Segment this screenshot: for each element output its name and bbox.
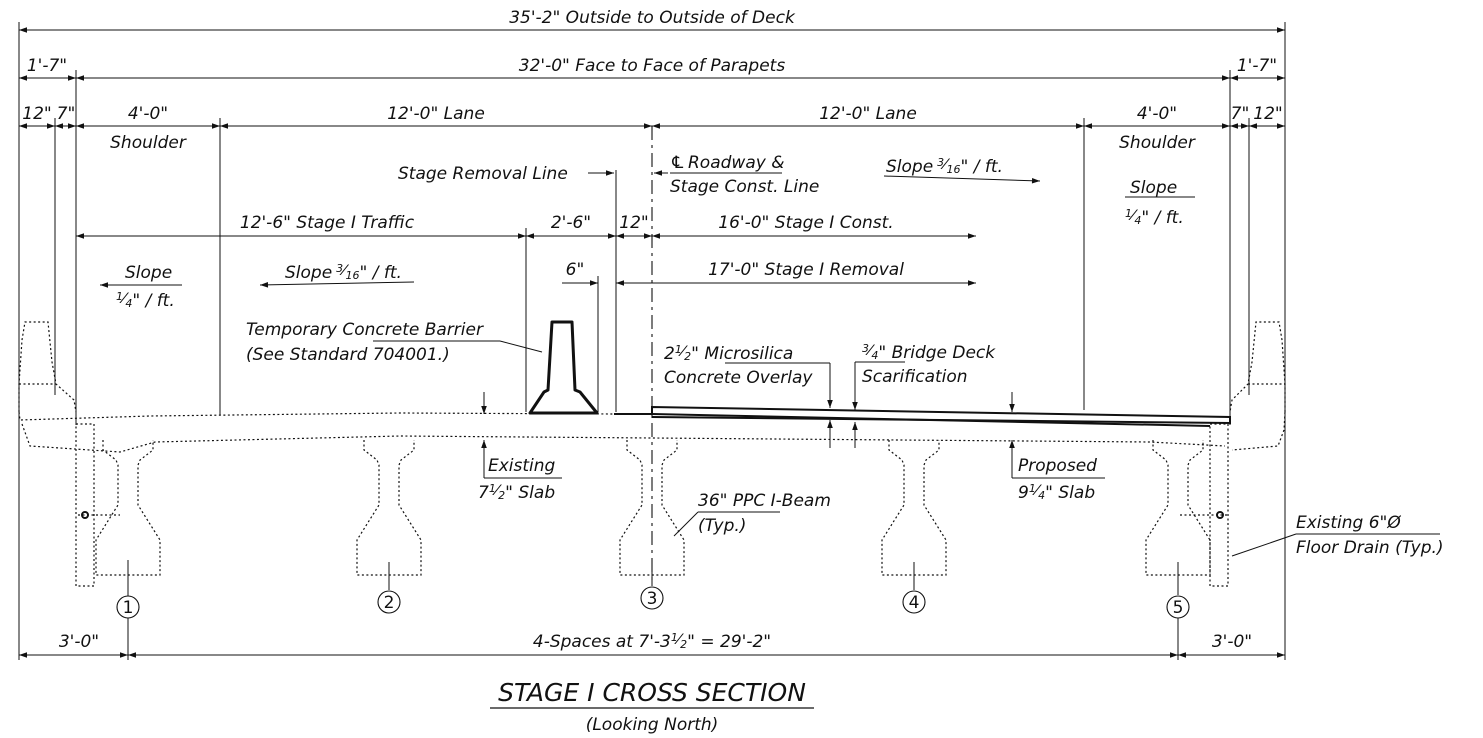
parapet-width-label: 32'-0" Face to Face of Parapets <box>519 56 786 76</box>
dimension-labels: 35'-2" Outside to Outside of Deck 32'-0"… <box>22 8 1282 652</box>
beam-number-label: 4 <box>909 593 920 613</box>
existing-deck-bottom <box>21 423 1226 453</box>
overall-width-label: 35'-2" Outside to Outside of Deck <box>509 8 796 28</box>
existing-deck-top <box>18 411 615 421</box>
right-shoulder-label: Shoulder <box>1119 133 1196 153</box>
beam-number-bubble <box>116 595 140 619</box>
ppc-i-beam-4: 4 <box>881 440 947 614</box>
dim-2-6-label: 2'-6" <box>551 213 591 233</box>
stage1-traffic-label: 12'-6" Stage I Traffic <box>240 213 415 233</box>
left-end-spacing-label: 3'-0" <box>59 632 99 652</box>
stage-removal-line-label: Stage Removal Line <box>398 164 568 184</box>
existing-slab-thickness: 71⁄2" Slab <box>478 482 555 503</box>
stage1-const-label: 16'-0" Stage I Const. <box>718 213 893 233</box>
beam-number-bubble <box>902 590 926 614</box>
ppc-i-beam-1: 1 <box>95 440 161 619</box>
left-lane-label: 12'-0" Lane <box>387 104 485 124</box>
barrier-standard-label: (See Standard 704001.) <box>246 345 450 365</box>
left-12in-label: 12" <box>22 104 51 124</box>
left-shoulder-dim: 4'-0" <box>128 104 168 124</box>
left-overhang-label: 1'-7" <box>27 56 67 76</box>
beam-number-bubble <box>640 586 664 610</box>
ppc-i-beam-2: 2 <box>356 440 422 614</box>
ibeam-typ-label: (Typ.) <box>698 516 746 536</box>
left-parapet <box>18 321 77 413</box>
proposed-slab-thickness: 91⁄4" Slab <box>1018 482 1095 503</box>
proposed-slab-label: Proposed <box>1018 456 1097 476</box>
beam-number-label: 5 <box>1173 598 1184 618</box>
left-7in-label: 7" <box>57 104 76 124</box>
right-7in-label: 7" <box>1231 104 1250 124</box>
slope-right-label: Slope <box>1130 178 1177 198</box>
proposed-overlay <box>614 405 1231 425</box>
beam-number-bubble <box>1166 595 1190 619</box>
stage-const-line-label: Stage Const. Line <box>670 177 819 197</box>
scarification-label: 3⁄4" Bridge Deck <box>862 342 996 363</box>
beam-number-label: 3 <box>647 589 658 609</box>
floor-drain-label: Existing 6"Ø <box>1296 513 1401 533</box>
right-12in-label: 12" <box>1253 104 1282 124</box>
scarification-label-2: Scarification <box>862 367 968 387</box>
stage1-removal-label: 17'-0" Stage I Removal <box>708 260 904 280</box>
right-overhang-label: 1'-7" <box>1237 56 1277 76</box>
right-shoulder-dim: 4'-0" <box>1137 104 1177 124</box>
ppc-i-beam-5: 5 <box>1145 440 1211 619</box>
beam-number-label: 1 <box>123 598 134 618</box>
beam-number-bubble <box>377 590 401 614</box>
right-lane-label: 12'-0" Lane <box>819 104 917 124</box>
right-parapet <box>1229 321 1286 413</box>
right-end-spacing-label: 3'-0" <box>1212 632 1252 652</box>
overlay-label: 21⁄2" Microsilica <box>664 343 793 364</box>
slope-left-rate: 1⁄4" / ft. <box>116 290 175 311</box>
beam-spacing-label: 4-Spaces at 7'-31⁄2" = 29'-2" <box>533 631 771 652</box>
slope-right-rate: 1⁄4" / ft. <box>1125 207 1184 228</box>
barrier-label: Temporary Concrete Barrier <box>246 320 484 340</box>
drawing-subtitle: (Looking North) <box>586 715 719 735</box>
roadway-cl-label: Roadway & <box>688 153 784 173</box>
beam-number-label: 2 <box>384 593 395 613</box>
dim-6in-label: 6" <box>566 260 585 280</box>
cl-symbol: ℄ <box>670 153 685 173</box>
dim-12in-label: 12" <box>619 213 648 233</box>
notes: Stage Removal Line ℄ Roadway & Stage Con… <box>100 153 1444 558</box>
left-shoulder-label: Shoulder <box>110 133 187 153</box>
drawing-title: STAGE I CROSS SECTION <box>498 678 806 707</box>
ppc-i-beam-3: 3 <box>619 440 685 610</box>
ibeam-label: 36" PPC I-Beam <box>698 491 831 511</box>
slope-left-label: Slope <box>125 263 172 283</box>
floor-drain-typ-label: Floor Drain (Typ.) <box>1296 538 1444 558</box>
temporary-concrete-barrier <box>528 320 599 415</box>
bridge-structure: 1 2 3 4 5 <box>18 126 1286 619</box>
existing-slab-label: Existing <box>488 456 556 476</box>
overlay-label-2: Concrete Overlay <box>664 368 813 388</box>
